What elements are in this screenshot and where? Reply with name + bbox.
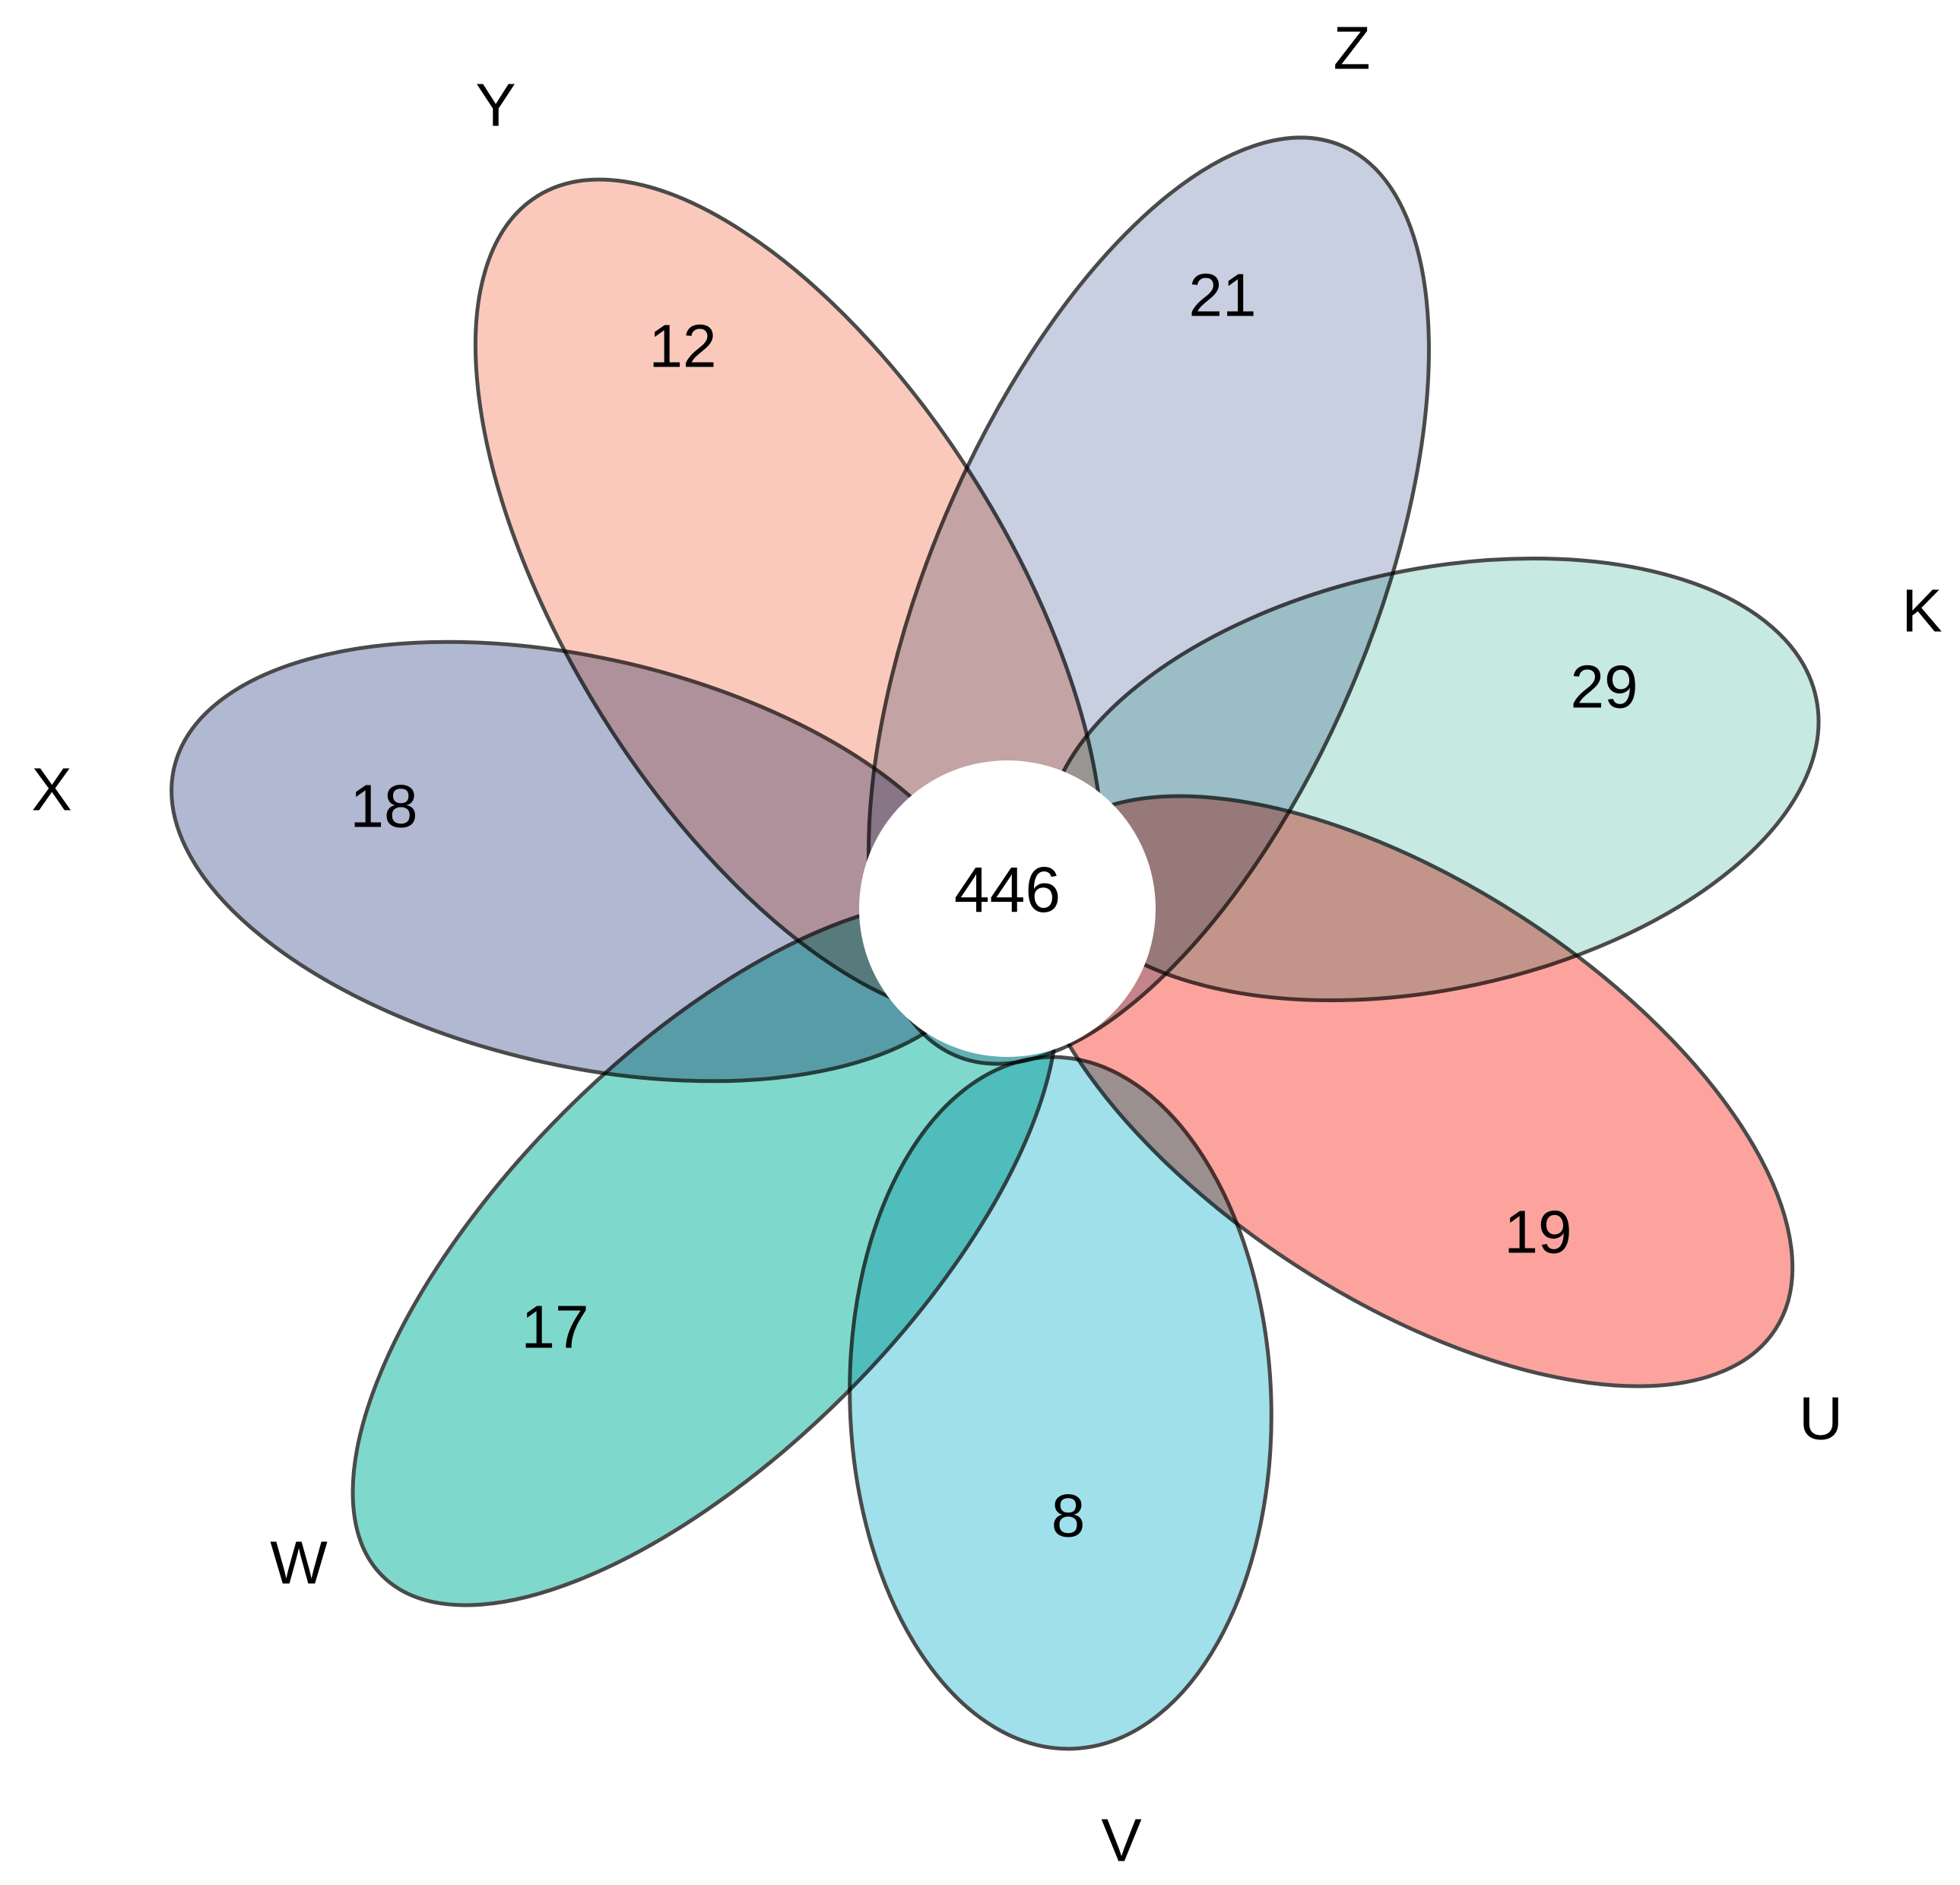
label-group: Y 12 Z 21K 29U 19V 8W 17 X 18 <box>31 14 1942 1874</box>
unique-count-v: 8 <box>1051 1482 1086 1550</box>
set-label-w: W <box>270 1529 328 1597</box>
unique-count-y: 12 <box>649 313 717 380</box>
set-label-v: V <box>1101 1807 1142 1874</box>
unique-count-u: 19 <box>1505 1198 1572 1266</box>
unique-count-z: 21 <box>1189 262 1257 329</box>
set-label-x: X <box>31 756 71 823</box>
set-label-z: Z <box>1334 14 1371 82</box>
set-label-u: U <box>1799 1385 1843 1452</box>
petal-group <box>170 135 1821 1751</box>
core-circle <box>859 760 1156 1057</box>
unique-count-x: 18 <box>350 773 418 840</box>
core-count: 446 <box>954 854 1061 925</box>
unique-count-k: 29 <box>1571 653 1638 721</box>
set-label-y: Y <box>475 71 515 139</box>
unique-count-w: 17 <box>522 1293 589 1361</box>
set-label-k: K <box>1901 577 1942 645</box>
